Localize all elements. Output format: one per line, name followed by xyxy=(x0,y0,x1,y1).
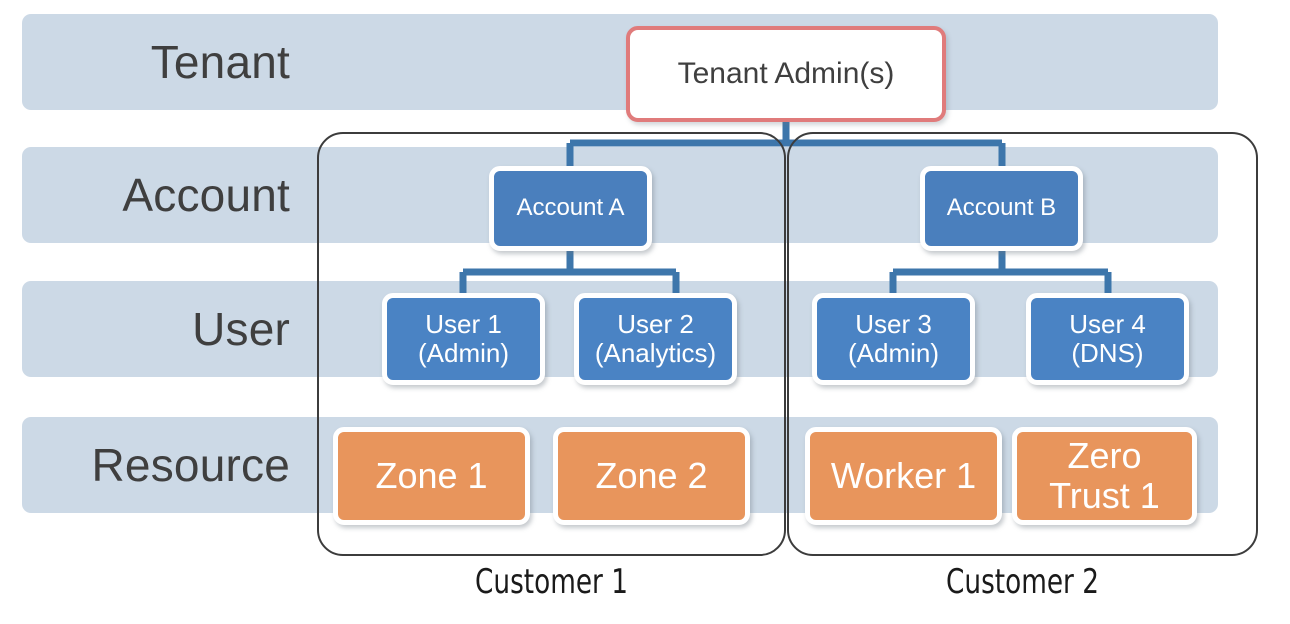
layer-label-user: User xyxy=(192,303,290,355)
node-resource-zero-trust-1[interactable]: Zero Trust 1 xyxy=(1012,427,1197,525)
layer-label-tenant: Tenant xyxy=(150,36,290,88)
node-user-4[interactable]: User 4 (DNS) xyxy=(1026,293,1189,385)
node-user-2[interactable]: User 2 (Analytics) xyxy=(574,293,737,385)
layer-label-resource: Resource xyxy=(91,439,290,491)
customer-label-1: Customer 1 xyxy=(475,562,628,602)
customer-label-2: Customer 2 xyxy=(946,562,1099,602)
layer-band-tenant xyxy=(22,14,1218,110)
node-resource-zone-1[interactable]: Zone 1 xyxy=(333,427,530,525)
layer-label-account: Account xyxy=(122,169,290,221)
node-user-3[interactable]: User 3 (Admin) xyxy=(812,293,975,385)
customer-group-1 xyxy=(317,132,786,556)
node-account-a[interactable]: Account A xyxy=(489,166,652,251)
customer-group-2 xyxy=(787,132,1258,556)
node-account-b[interactable]: Account B xyxy=(920,166,1083,251)
node-resource-worker-1[interactable]: Worker 1 xyxy=(805,427,1002,525)
node-tenant-admin[interactable]: Tenant Admin(s) xyxy=(626,26,946,122)
node-resource-zone-2[interactable]: Zone 2 xyxy=(553,427,750,525)
node-user-1[interactable]: User 1 (Admin) xyxy=(382,293,545,385)
